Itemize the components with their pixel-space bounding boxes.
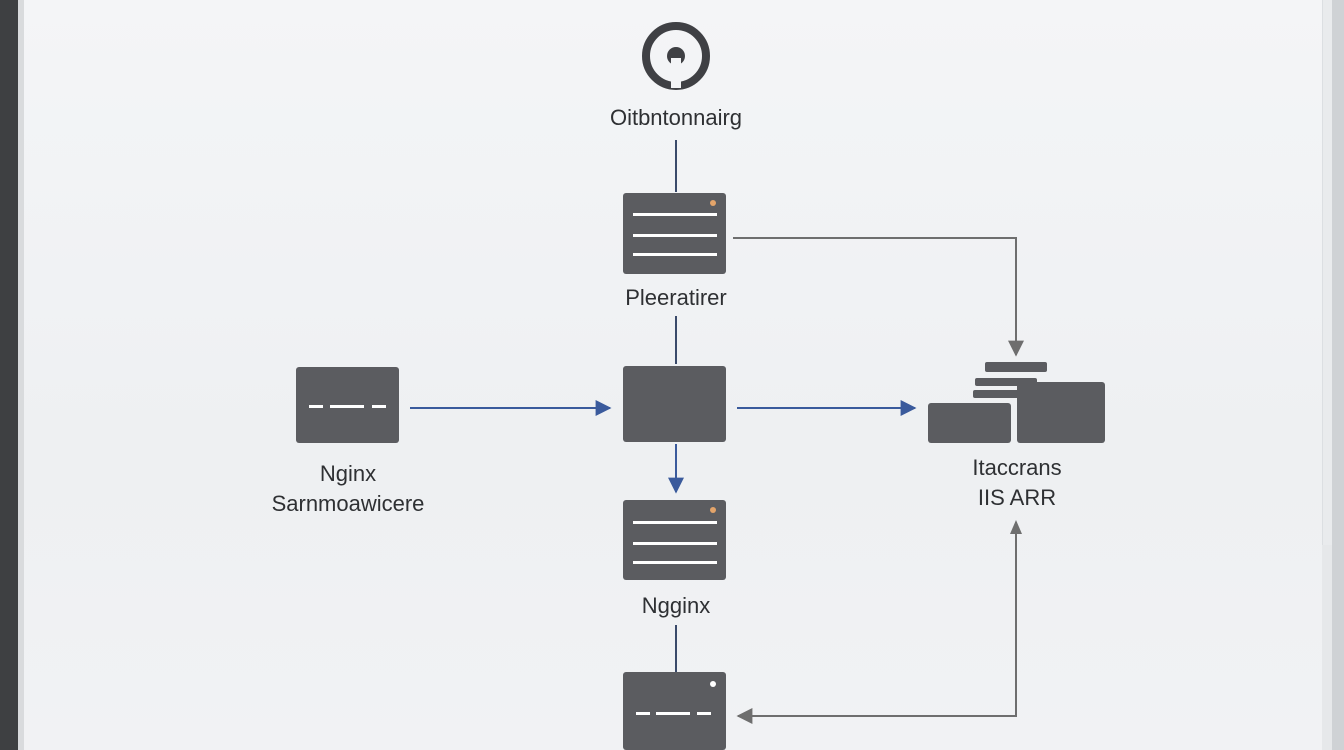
center-node — [623, 366, 726, 442]
node-left-label-line2: Sarnmoawicere — [271, 491, 425, 516]
node-lower-label: Ngginx — [641, 593, 711, 618]
server-lower-icon — [623, 500, 726, 580]
monitor-bezel-right — [1332, 0, 1344, 750]
nginx-left-node-icon — [296, 367, 399, 443]
connector-iis-to-bottom — [736, 522, 1017, 724]
top-label: Oitbntonnairg — [609, 105, 743, 130]
connector-top-to-iis — [733, 237, 1024, 357]
arrowhead-up-icon — [1010, 520, 1022, 534]
orchestrator-logo-icon — [642, 22, 710, 90]
node-right-label-line2: IIS ARR — [977, 485, 1057, 510]
node-left-label-line1: Nginx — [319, 461, 377, 486]
node-top-label: Pleeratirer — [625, 285, 727, 310]
server-top-icon — [623, 193, 726, 274]
bottom-node-icon — [623, 672, 726, 750]
monitor-bezel-edge — [18, 0, 24, 750]
scrollbar-track[interactable] — [1322, 0, 1335, 545]
monitor-bezel-left — [0, 0, 18, 750]
iis-arr-stack-icon — [928, 362, 1105, 443]
node-right-label-line1: Itaccrans — [972, 455, 1062, 480]
